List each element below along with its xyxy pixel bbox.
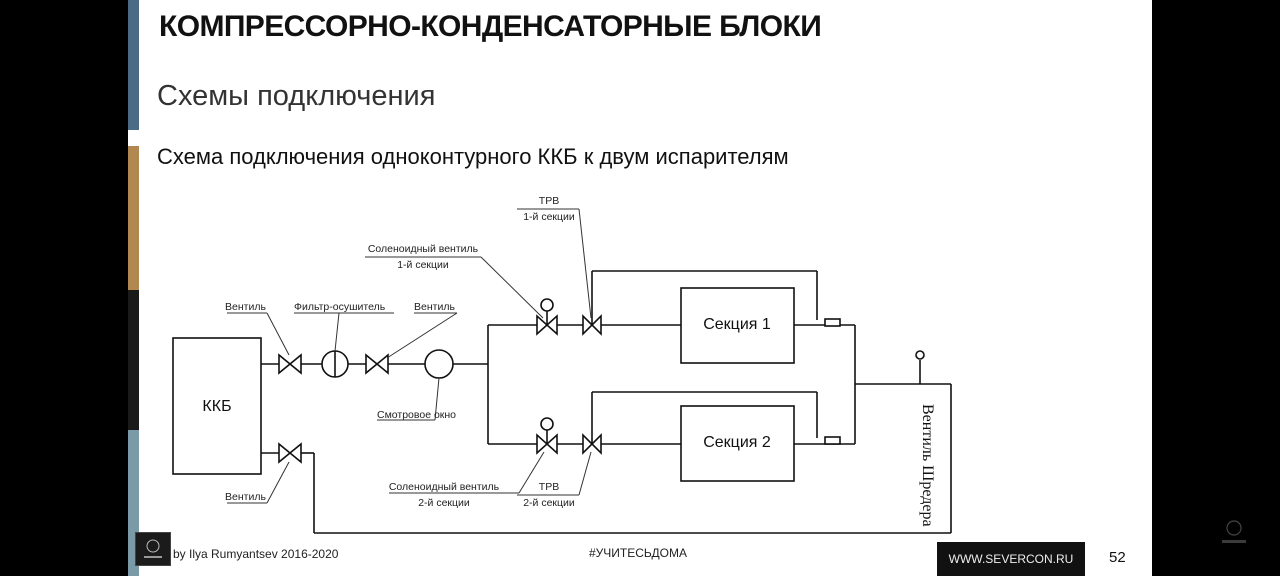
- schrader-valve-symbol: [915, 350, 925, 384]
- bulb-1: [824, 318, 841, 327]
- slide: КОМПРЕССОРНО-КОНДЕНСАТОРНЫЕ БЛОКИ Схемы …: [135, 0, 1152, 576]
- label-valve-mid: Вентиль: [414, 301, 455, 313]
- valve-top-symbol: [278, 353, 302, 375]
- footer-hashtag: #УЧИТЕСЬДОМА: [589, 546, 687, 560]
- label-trv-1-line1: ТРВ: [539, 195, 559, 207]
- bulb-2: [824, 436, 841, 445]
- label-trv-2-line1: ТРВ: [539, 481, 559, 493]
- label-filter-drier: Фильтр-осушитель: [294, 301, 386, 313]
- sight-glass-symbol: [424, 349, 454, 379]
- label-solenoid-1-line2: 1-й секции: [397, 259, 449, 271]
- kkb-label: ККБ: [202, 398, 231, 415]
- section-1-box: [680, 287, 795, 364]
- valve-bottom-symbol: [278, 442, 302, 464]
- section-1-label: Секция 1: [703, 316, 771, 333]
- solenoid-2-symbol: [536, 417, 558, 455]
- label-schrader-valve: Вентиль Шредера: [919, 404, 936, 527]
- label-solenoid-2-line1: Соленоидный вентиль: [389, 481, 500, 493]
- label-trv-2-line2: 2-й секции: [523, 497, 575, 509]
- brand-logo: [135, 532, 171, 566]
- trv-1-symbol: [582, 271, 602, 336]
- kkb-unit: [172, 337, 262, 475]
- label-trv-1-line2: 1-й секции: [523, 211, 575, 223]
- footer-website[interactable]: WWW.SEVERCON.RU: [937, 542, 1085, 576]
- filter-drier-symbol: [321, 350, 349, 378]
- connection-diagram: ККБ Секция 1 Секция 2 Вентиль Фильтр-осу…: [172, 195, 952, 534]
- slide-subtitle: Схемы подключения: [157, 80, 436, 112]
- section-2-box: [680, 405, 795, 482]
- label-valve-top: Вентиль: [225, 301, 266, 313]
- label-sight-glass: Смотровое окно: [377, 409, 456, 421]
- label-solenoid-2-line2: 2-й секции: [418, 497, 470, 509]
- solenoid-1-symbol: [536, 298, 558, 336]
- trv-2-symbol: [582, 392, 602, 455]
- footer-author: by Ilya Rumyantsev 2016-2020: [173, 547, 339, 561]
- watermark-logo: [1212, 518, 1256, 552]
- page-number: 52: [1109, 549, 1126, 566]
- accent-stripe: [128, 0, 139, 576]
- valve-mid-symbol: [365, 353, 389, 375]
- label-solenoid-1-line1: Соленоидный вентиль: [368, 243, 479, 255]
- section-2-label: Секция 2: [703, 434, 771, 451]
- scheme-title: Схема подключения одноконтурного ККБ к д…: [157, 144, 789, 169]
- label-valve-bottom: Вентиль: [225, 491, 266, 503]
- slide-title: КОМПРЕССОРНО-КОНДЕНСАТОРНЫЕ БЛОКИ: [159, 10, 822, 43]
